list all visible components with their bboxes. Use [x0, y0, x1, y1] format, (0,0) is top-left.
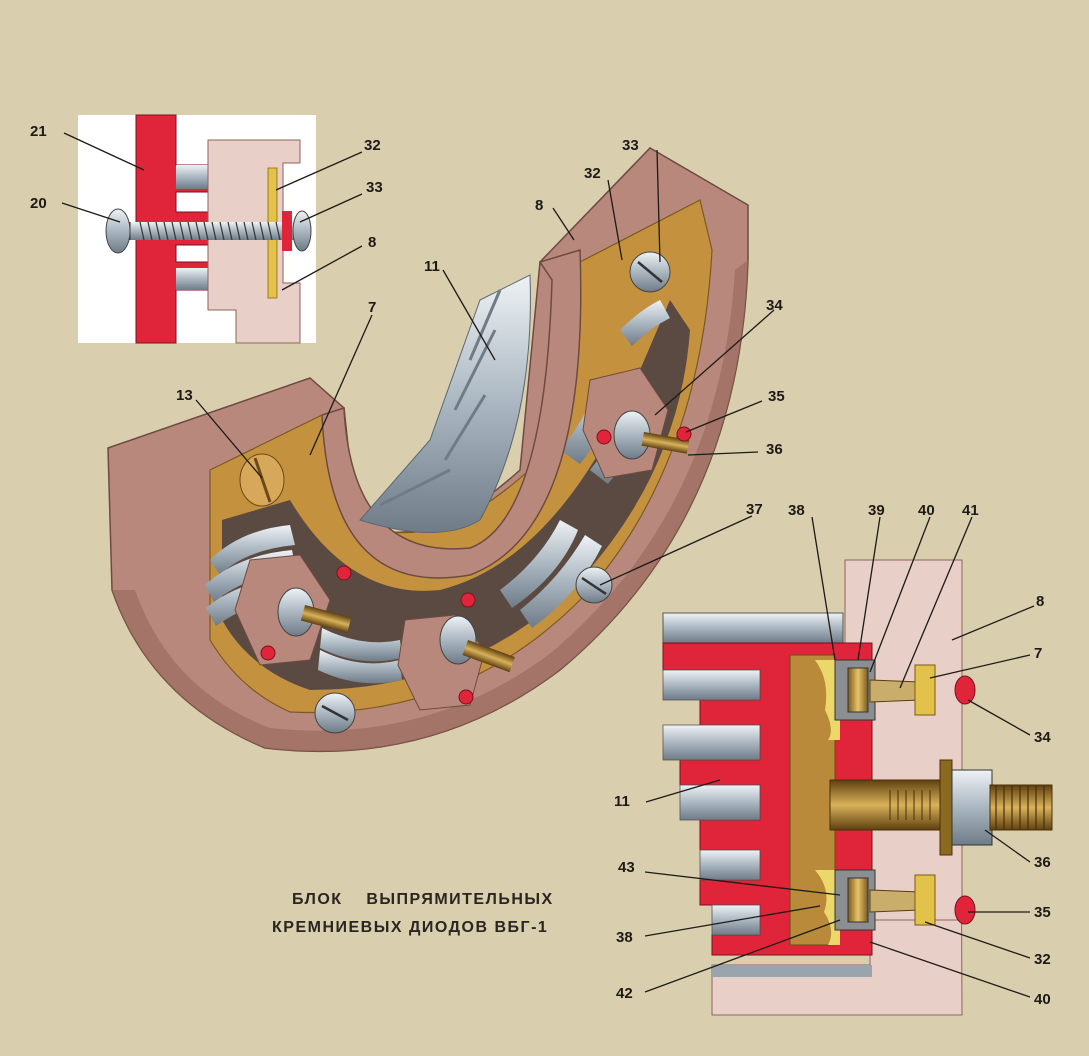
section-label-38b: 38 — [616, 929, 633, 946]
section-label-8: 8 — [1036, 593, 1044, 610]
section-label-38: 38 — [788, 502, 805, 519]
section-label-40: 40 — [918, 502, 935, 519]
inset-label-20: 20 — [30, 195, 47, 212]
section-label-11: 11 — [614, 793, 630, 810]
section-label-41: 41 — [962, 502, 979, 519]
section-diode-top — [834, 659, 976, 721]
red-rivets — [260, 426, 692, 705]
ring-cavity — [222, 300, 690, 690]
inset-screw-thread — [139, 221, 289, 241]
section-label-32: 32 — [1034, 951, 1051, 968]
inset-label-group: 21 32 20 33 8 — [30, 123, 383, 251]
diode-holder-3 — [582, 367, 690, 479]
main-label-group: 33 32 8 11 7 13 34 35 36 37 — [176, 137, 785, 518]
section-label-39: 39 — [868, 502, 885, 519]
main-label-7: 7 — [368, 299, 376, 316]
section-label-42: 42 — [616, 985, 633, 1002]
section-fins — [662, 669, 761, 936]
main-label-37: 37 — [746, 501, 763, 518]
section-stud-36 — [829, 759, 1053, 856]
title-line-1: БЛОК ВЫПРЯМИТЕЛЬНЫХ — [292, 891, 554, 908]
inset-label-8: 8 — [368, 234, 376, 251]
section-label-40b: 40 — [1034, 991, 1051, 1008]
diode-holder-2 — [397, 614, 515, 711]
main-label-11: 11 — [424, 258, 440, 275]
inset-screw-head-left — [105, 208, 131, 254]
main-label-35: 35 — [768, 388, 785, 405]
inset-washer — [282, 211, 292, 251]
inset-detail — [61, 114, 363, 344]
section-diode-bottom — [834, 869, 976, 931]
inset-nut-right — [292, 210, 312, 252]
section-label-35: 35 — [1034, 904, 1051, 921]
main-label-8: 8 — [535, 197, 543, 214]
title-line-2: КРЕМНИЕВЫХ ДИОДОВ ВБГ-1 — [272, 919, 548, 936]
rectifier-ring — [107, 147, 775, 753]
diagram-title: БЛОК ВЫПРЯМИТЕЛЬНЫХ КРЕМНИЕВЫХ ДИОДОВ ВБ… — [272, 891, 554, 936]
main-label-33: 33 — [622, 137, 639, 154]
diode-holder-1 — [234, 554, 352, 666]
inset-label-33: 33 — [366, 179, 383, 196]
inset-label-21: 21 — [30, 123, 47, 140]
section-view — [644, 516, 1053, 1016]
section-top-plate — [662, 612, 844, 644]
section-label-7: 7 — [1034, 645, 1042, 662]
inset-label-32: 32 — [364, 137, 381, 154]
main-label-32: 32 — [584, 165, 601, 182]
bore-heatsink — [359, 274, 531, 533]
section-label-34: 34 — [1034, 729, 1051, 746]
inset-screw-shaft — [128, 222, 304, 240]
main-label-34: 34 — [766, 297, 783, 314]
ring-rim-shadow — [112, 260, 748, 752]
main-label-36: 36 — [766, 441, 783, 458]
section-label-43: 43 — [618, 859, 635, 876]
ring-inner-lip — [321, 249, 582, 579]
section-label-group: 38 39 40 41 8 7 34 11 36 43 35 38 42 32 … — [614, 502, 1051, 1008]
section-label-36: 36 — [1034, 854, 1051, 871]
main-label-13: 13 — [176, 387, 193, 404]
